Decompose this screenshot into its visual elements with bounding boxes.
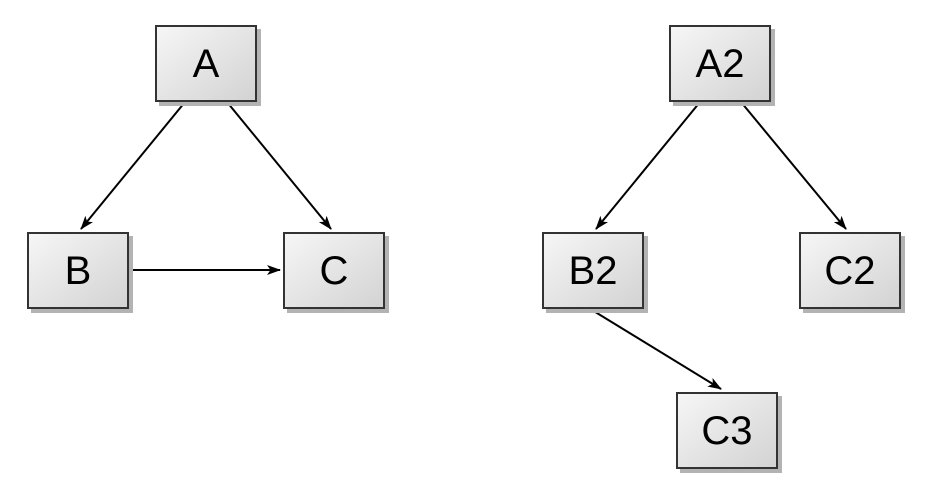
node-a2-label: A2 [695, 41, 745, 86]
node-b[interactable]: B [27, 232, 129, 309]
edge-a-to-b [80, 101, 186, 230]
node-c-label: C [319, 248, 349, 293]
node-b-label: B [64, 248, 92, 293]
node-a2[interactable]: A2 [669, 25, 771, 102]
edge-a-to-c [226, 101, 332, 230]
node-b2-label: B2 [568, 248, 618, 293]
node-c2[interactable]: C2 [799, 232, 901, 309]
node-a-label: A [192, 41, 220, 86]
edge-b2-to-c3 [591, 309, 722, 390]
node-a[interactable]: A [155, 25, 257, 102]
node-c2-label: C2 [824, 248, 876, 293]
node-c[interactable]: C [283, 232, 385, 309]
edge-a2-to-b2 [595, 101, 701, 230]
node-c3[interactable]: C3 [676, 392, 778, 469]
node-b2[interactable]: B2 [542, 232, 644, 309]
node-c3-label: C3 [701, 408, 753, 453]
edge-a2-to-c2 [740, 101, 847, 230]
